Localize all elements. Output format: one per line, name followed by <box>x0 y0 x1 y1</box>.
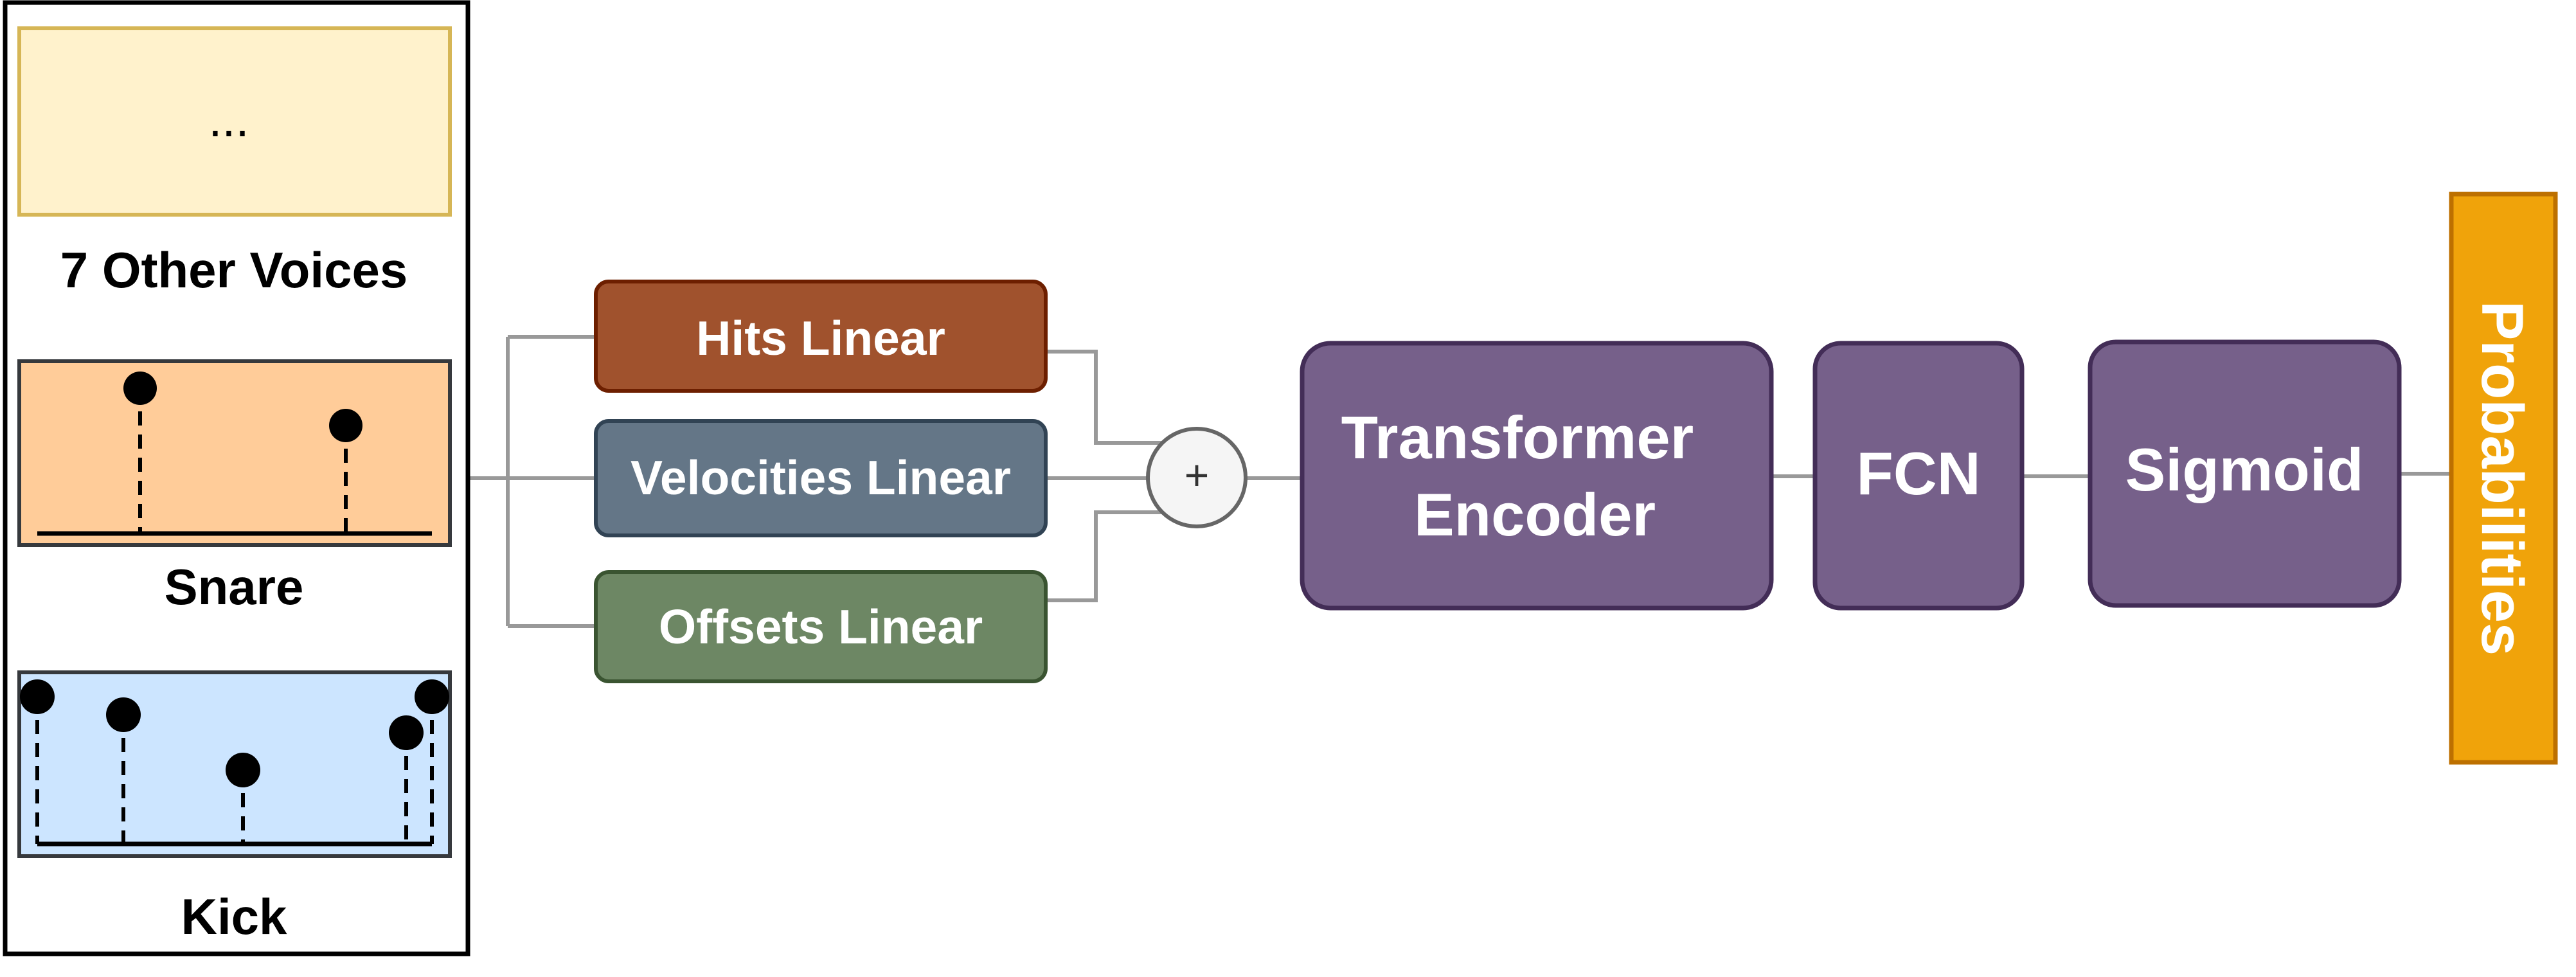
snare-panel <box>17 359 452 547</box>
output-probabilities: Probabilities <box>2449 192 2558 765</box>
transformer-encoder-label: Transformer Encoder <box>1341 404 1711 548</box>
other-voices-panel <box>17 26 452 217</box>
transformer-encoder-box <box>1300 341 1774 611</box>
offsets-linear-box <box>594 570 1048 683</box>
velocities-linear-box <box>594 419 1048 537</box>
input-voices-group: ... 7 Other Voices Snare Kick <box>3 0 470 956</box>
kick-hit-marker <box>20 679 55 714</box>
sum-node-circle <box>1146 427 1248 528</box>
connectors <box>468 335 2450 628</box>
kick-hit-marker <box>389 715 424 750</box>
other-voices-ellipsis: ... <box>208 93 249 147</box>
transformer-label-line: Transformer <box>1341 404 1694 471</box>
fcn-label: FCN <box>1856 440 1980 507</box>
kick-panel <box>17 670 452 858</box>
hits-linear-box <box>594 280 1048 393</box>
snare-hit-marker <box>123 372 157 405</box>
sigmoid-label: Sigmoid <box>2125 436 2364 503</box>
linear-layers: Hits Linear Velocities Linear Offsets Li… <box>594 280 1048 683</box>
sigmoid-box <box>2088 339 2402 608</box>
pipeline-blocks: Transformer Encoder FCN Sigmoid <box>1300 339 2402 611</box>
snare-hit-plot <box>37 372 432 536</box>
probabilities-label: Probabilities <box>2469 301 2535 656</box>
kick-hit-plot <box>20 679 449 847</box>
offsets-to-sum-connector <box>1046 510 1163 602</box>
kick-label: Kick <box>181 888 287 945</box>
velocities-linear-label: Velocities Linear <box>631 451 1011 505</box>
other-voices-label: 7 Other Voices <box>60 242 407 298</box>
kick-hit-marker <box>415 679 449 714</box>
kick-hit-marker <box>106 697 141 732</box>
hits-linear-label: Hits Linear <box>696 311 945 365</box>
hits-to-sum-connector <box>1046 350 1163 445</box>
fcn-box <box>1812 341 2025 611</box>
probabilities-bar <box>2449 192 2558 765</box>
offsets-linear-label: Offsets Linear <box>659 600 983 654</box>
kick-hit-marker <box>226 753 260 787</box>
snare-label: Snare <box>165 559 304 615</box>
snare-hit-marker <box>329 409 362 442</box>
sum-node-symbol: + <box>1185 451 1210 499</box>
sum-node: + <box>1146 427 1248 528</box>
encoder-label-line: Encoder <box>1414 481 1656 548</box>
